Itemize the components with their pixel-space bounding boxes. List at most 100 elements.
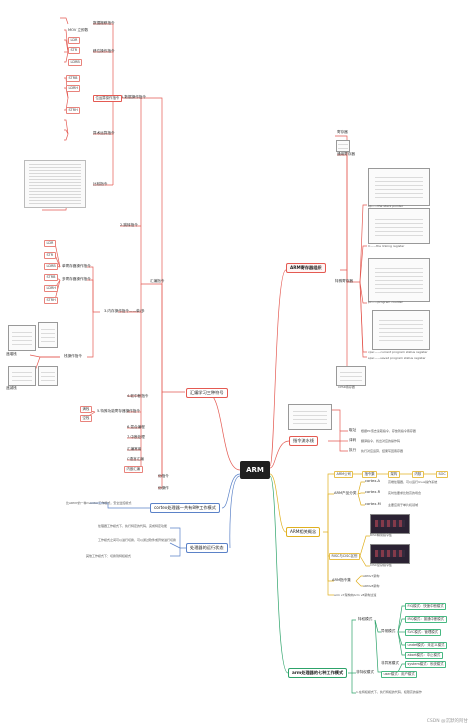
- root-node[interactable]: ARM: [240, 461, 270, 479]
- concept-head-0: ARM公司: [334, 471, 354, 478]
- branch-modes[interactable]: arm处理器的七种工作模式: [288, 668, 348, 678]
- sp-diagram: [368, 168, 430, 206]
- stack-tag-2: LDRB: [44, 263, 59, 270]
- mem-tag-1: STR: [68, 47, 80, 54]
- mem-tag-3: STRB: [66, 75, 80, 82]
- asm-pseudo-op: 伪操作: [158, 486, 169, 490]
- arch-desc: arm v7架构向Arm v8架构过渡: [334, 593, 377, 597]
- concept-head-2: 架构: [388, 471, 400, 478]
- mem-tag-2: LDRB: [68, 59, 83, 66]
- pipe-desc-2: 执行对应运算，结果写回寄存器: [361, 449, 404, 453]
- instr-imm: MOV 立即数: [68, 28, 89, 32]
- cisc-image: [370, 544, 410, 564]
- branch-registers[interactable]: ARM寄存器组织: [286, 263, 326, 273]
- stack-diagram-4: [38, 366, 58, 386]
- pipe-item-2: 执行: [349, 448, 357, 452]
- code-snippet-image: [24, 160, 86, 208]
- state-line-2: 其他工作模式下：切换到特权模式: [86, 554, 132, 558]
- concept-isa: ARM指令集: [332, 578, 351, 582]
- mem-tag-5: STRH: [66, 107, 81, 114]
- mode-abnormal: 异常模式: [381, 629, 396, 633]
- mode-3: undef模式：未定义模式: [405, 642, 447, 649]
- mode-5: system模式：系统模式: [405, 661, 446, 668]
- asm-pseudo: 4.软中断指令: [127, 394, 149, 398]
- cpsr-diagram: [372, 310, 430, 350]
- product-r: cortex-R: [365, 490, 381, 494]
- instr-move: 数据搬移指令: [93, 21, 115, 25]
- cisc-title: CISC复杂指令集: [370, 563, 392, 567]
- mode-2: SVC模式：管理模式: [405, 629, 441, 636]
- asm-misc-2: 汇编常用: [127, 447, 142, 451]
- reg-item-0: 寄存器: [337, 130, 348, 134]
- arch-v8: ARMv8架构: [363, 584, 380, 588]
- asm-misc-3: C语言汇编: [127, 457, 144, 461]
- branch-cortex[interactable]: cortex处理器一共有8种工作模式: [150, 503, 220, 513]
- stack-diagram-2: [38, 322, 58, 348]
- stack-label-3: 空栈: [80, 415, 92, 422]
- product-a-desc: 高端处理器，可以运行linux操作系统: [388, 480, 438, 484]
- cpsr-bits-diagram: [336, 366, 366, 386]
- stack-label-0: 递增栈: [6, 352, 17, 356]
- reg-sketch-0: [336, 140, 350, 152]
- mode-0: FIQ模式：快速中断模式: [405, 603, 447, 610]
- risc-image: [370, 514, 410, 534]
- asm-misc-4: 内嵌汇编: [124, 466, 143, 473]
- asm-data: 1.数据操作指令: [121, 95, 146, 99]
- concept-head-1: 指令集: [362, 471, 378, 478]
- reg-cpsr: cpsr——current program status register: [368, 350, 428, 354]
- pipeline-diagram: [288, 404, 332, 430]
- instr-shift: 移位操作指令: [93, 49, 115, 53]
- instr-compare: 比较指令: [93, 182, 108, 186]
- stack-tag-4: LDRH: [44, 285, 59, 292]
- stack-tag-0: LDR: [44, 240, 56, 247]
- mem-multi: 多寄存器操作指令: [62, 277, 91, 281]
- stack-diagram-3: [8, 366, 36, 386]
- concept-head-4: SOC: [436, 471, 449, 478]
- branch-pipeline[interactable]: 指令流水线: [289, 436, 318, 446]
- reg-pc: pc——program counter: [368, 300, 403, 304]
- concept-head-3: 内核: [412, 471, 424, 478]
- product-r-desc: 实时性要求比较高的场合: [388, 491, 422, 495]
- stack-diagram-1: [8, 325, 36, 351]
- state-line-1: 工作模式之间可以进行切换，可以通过软件或异常进行切换: [98, 538, 177, 542]
- stack-label-1: 递减栈: [6, 386, 17, 390]
- pipe-desc-0: 根据PC值去读取指令，存放到指令寄存器: [361, 429, 416, 433]
- mode-1: IRQ模式：普通中断模式: [405, 616, 447, 623]
- asm-instr: 汇编指令: [150, 279, 165, 283]
- reg-sp: sp——the stack pointer: [368, 204, 403, 208]
- branch-concept[interactable]: ARM相关概念: [286, 527, 321, 537]
- asm-pseudo-instr: 伪指令: [158, 474, 169, 478]
- asm-mem: 3.内存操作指令——单/多: [104, 309, 145, 313]
- state-line-0: 处理器工作模式下，执行特定的代码，完成特定功能: [98, 524, 168, 528]
- stack-tag-3: STRB: [44, 274, 58, 281]
- reg-item-2: 特殊寄存器: [335, 279, 353, 283]
- product-m: cortex-M: [365, 502, 381, 506]
- pipe-item-0: 取址: [349, 428, 357, 432]
- product-a: cortex-A: [365, 479, 381, 483]
- asm-bitop: 5.特殊功能寄存器操作指令: [97, 409, 140, 413]
- cortex-note: 比ARM7的一种monitor工作模式，安全监控模式: [66, 501, 132, 505]
- reg-cpsr-short: CPSR寄存器: [338, 385, 355, 389]
- pc-diagram: [368, 258, 430, 302]
- stack-tag-1: STR: [44, 252, 56, 259]
- asm-misc-0: 6.混合编程: [127, 425, 145, 429]
- watermark: CSDN @沉默的阿甘: [426, 719, 468, 724]
- branch-state[interactable]: 处理器的运行状态: [186, 543, 228, 553]
- branch-asm[interactable]: 汇编学习三种符号: [186, 388, 228, 398]
- concept-risc-cisc: RISC与CISC区别: [329, 553, 360, 560]
- mode-nonpriv: 非特权模式: [356, 670, 374, 674]
- stack-tag-5: STRH: [44, 297, 59, 304]
- mode-note: 1.在特权模式下，执行特权的代码，权限高的操作: [356, 690, 422, 694]
- stack-label-2: 满栈: [80, 406, 92, 413]
- instr-bit: 位运算操作指令: [93, 95, 122, 102]
- mem-tag-4: LDRH: [66, 85, 81, 92]
- mem-tag-0: LDR: [68, 37, 80, 44]
- lr-diagram: [368, 208, 430, 244]
- concept-products: ARM产品分类: [334, 491, 357, 495]
- arch-v7: ARMv7架构: [363, 574, 380, 578]
- mem-single: 单寄存器操作指令: [62, 264, 91, 268]
- product-m-desc: 主要应用于单片机领域: [388, 503, 419, 507]
- pipe-desc-1: 翻译指令，找出对应的操作码: [361, 439, 401, 443]
- mem-stack: 栈操作指令: [64, 354, 82, 358]
